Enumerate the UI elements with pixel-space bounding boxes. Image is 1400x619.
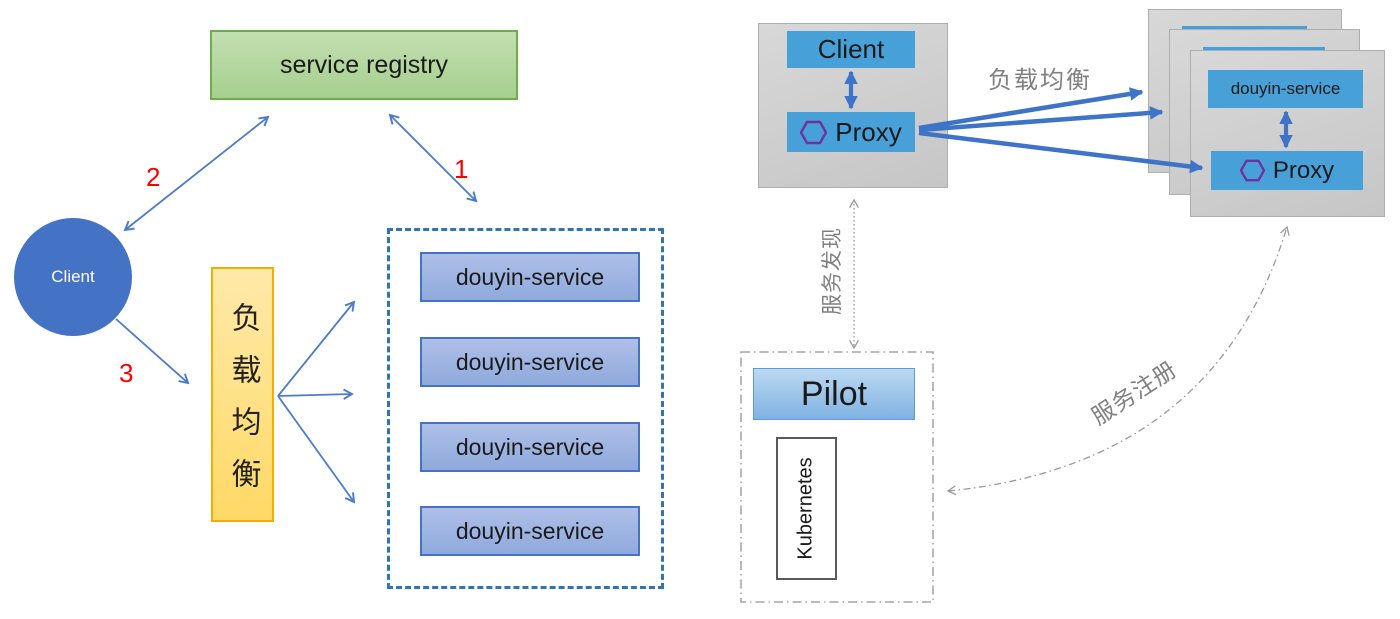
service-pod-middle-service-edge	[1203, 47, 1325, 51]
service-registry-box: service registry	[210, 30, 518, 100]
service-registry-label: service registry	[279, 50, 449, 79]
step-3-label: 3	[119, 358, 134, 388]
pod-proxy-label: Proxy	[1272, 156, 1335, 184]
arrow-service-registration	[946, 225, 1290, 496]
service-instance-label: douyin-service	[455, 263, 605, 290]
arrow-proxy-pod-back	[918, 87, 1144, 131]
service-instance-box: douyin-service	[420, 252, 640, 302]
service-pod-back-service-edge	[1182, 26, 1307, 30]
step-2-label: 2	[146, 162, 161, 192]
pod-service-label: douyin-service	[1230, 79, 1341, 98]
client-pod-label: Client	[817, 34, 885, 64]
kubernetes-box: Kubernetes	[776, 437, 837, 580]
pilot-box: Pilot	[753, 368, 915, 420]
arrow-lb-service-1	[277, 300, 356, 397]
kubernetes-label: Kubernetes	[795, 457, 818, 560]
client-node-label: Client	[51, 267, 95, 286]
service-instances-group	[387, 228, 664, 589]
client-node: Client	[14, 218, 132, 336]
arrow-lb-service-3	[277, 395, 356, 504]
client-pod-box: Client	[787, 31, 915, 68]
service-instance-label: douyin-service	[455, 433, 605, 460]
step-1-label: 1	[454, 154, 469, 184]
hexagon-icon	[800, 120, 828, 144]
arrow-lb-service-2	[277, 388, 354, 400]
hexagon-icon	[1239, 159, 1265, 182]
service-instance-label: douyin-service	[455, 348, 605, 375]
arrow-proxy-pod-middle	[918, 106, 1164, 133]
service-discovery-label: 服务发现	[821, 227, 844, 315]
load-balancer-label: 负载均衡	[226, 301, 260, 510]
client-proxy-label: Proxy	[835, 116, 902, 147]
service-registration-label: 服务注册	[1086, 355, 1182, 430]
service-instance-box: douyin-service	[420, 337, 640, 387]
pod-proxy-box: Proxy	[1211, 151, 1363, 190]
pilot-label: Pilot	[800, 374, 868, 413]
load-balancer-box: 负载均衡	[211, 267, 274, 522]
service-instance-label: douyin-service	[455, 517, 605, 544]
service-instance-box: douyin-service	[420, 422, 640, 472]
load-balancing-arrow-label: 负载均衡	[988, 67, 1092, 94]
client-proxy-box: Proxy	[787, 112, 915, 152]
pod-service-box: douyin-service	[1208, 70, 1363, 108]
service-instance-box: douyin-service	[420, 506, 640, 556]
